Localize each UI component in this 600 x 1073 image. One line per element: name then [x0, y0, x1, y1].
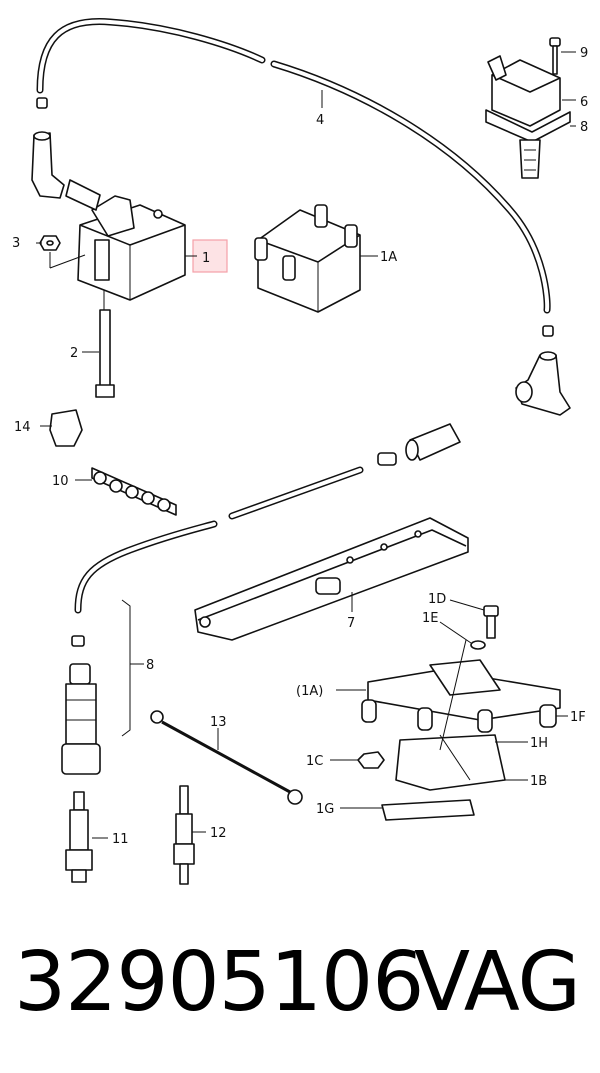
label-6: 6 — [580, 95, 588, 110]
connector-boot-small — [405, 423, 461, 461]
cable-clip-mid — [377, 452, 397, 466]
label-1B: 1B — [530, 774, 547, 789]
distributor-assembly — [485, 55, 571, 179]
spark-plug-cable-8 — [74, 520, 218, 614]
label-2: 2 — [70, 346, 78, 361]
cable-holder-10 — [75, 467, 177, 516]
clip-14 — [40, 409, 83, 447]
footer: 32905106 VAG — [0, 935, 600, 1055]
spark-plug-11 — [65, 791, 108, 883]
label-7: 7 — [347, 616, 355, 631]
ignition-coil-1 — [65, 179, 186, 301]
nut-1C — [330, 751, 385, 769]
label-3: 3 — [12, 236, 20, 251]
part-number: 32905106 — [14, 935, 424, 1030]
screw-9 — [549, 37, 576, 75]
label-1: 1 — [202, 251, 210, 266]
label-1G: 1G — [316, 802, 334, 817]
exploded-parts-diagram: 1 1A 2 3 4 6 7 8 8 9 10 11 12 13 14 1B 1… — [12, 18, 588, 885]
label-4: 4 — [316, 113, 324, 128]
brand-name: VAG — [413, 935, 581, 1030]
label-1F: 1F — [570, 710, 586, 725]
ht-cable-mid — [228, 466, 364, 520]
cable-clip-top-left — [36, 97, 48, 109]
label-1D: 1D — [428, 592, 446, 607]
ignition-rail-7 — [194, 517, 469, 641]
label-1E: 1E — [422, 611, 439, 626]
coil-pack-assembly — [336, 639, 568, 821]
bolt-2 — [82, 290, 115, 398]
label-9: 9 — [580, 46, 588, 61]
callout-labels: 1 1A 2 3 4 6 7 8 8 9 10 11 12 13 14 1B 1… — [12, 46, 588, 847]
label-10: 10 — [52, 474, 69, 489]
cable-clip-low — [71, 635, 85, 647]
label-8-distributor: 8 — [580, 120, 588, 135]
label-11: 11 — [112, 832, 129, 847]
connector-boot-left — [31, 131, 65, 199]
screw-1D — [449, 599, 499, 639]
connector-boot-right — [515, 351, 571, 416]
highlight-box-1 — [192, 239, 228, 273]
label-8-cable: 8 — [146, 658, 154, 673]
ht-cable-4 — [36, 18, 551, 314]
spark-plug-boot — [61, 663, 101, 775]
washer-1E — [439, 621, 486, 650]
label-1A-paren: (1A) — [296, 684, 323, 699]
glow-plug-12 — [173, 785, 206, 885]
ground-strap-13 — [150, 710, 303, 805]
label-13: 13 — [210, 715, 227, 730]
ignition-coil-1A — [254, 204, 378, 313]
nut-3 — [36, 235, 86, 269]
label-14: 14 — [14, 420, 31, 435]
label-1A: 1A — [380, 250, 397, 265]
label-12: 12 — [210, 826, 227, 841]
cable-clip-top-right — [542, 325, 554, 337]
label-1C: 1C — [306, 754, 323, 769]
label-1H: 1H — [530, 736, 548, 751]
